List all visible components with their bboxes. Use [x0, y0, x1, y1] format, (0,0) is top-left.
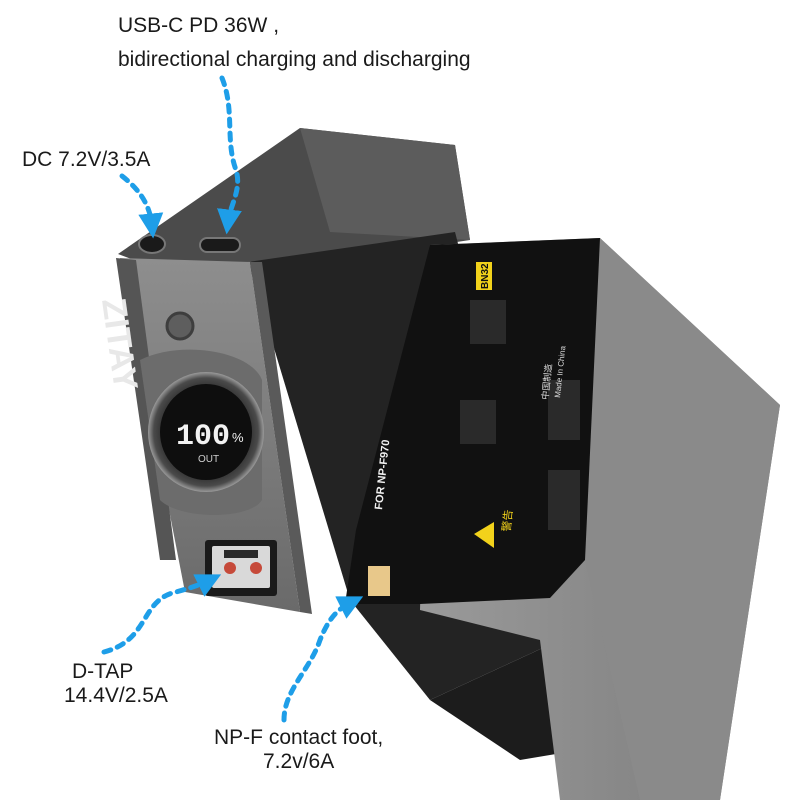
dtap-callout-line2: 14.4V/2.5A — [64, 684, 168, 707]
made-in: 中国制造 — [539, 363, 555, 400]
warning-mark: 警告 — [474, 509, 515, 548]
display-mode: OUT — [198, 454, 219, 465]
badge-text: BN32 — [480, 263, 491, 289]
display-unit: % — [232, 430, 244, 445]
npf-callout-line2: 7.2v/6A — [263, 750, 335, 773]
power-button[interactable] — [165, 311, 195, 341]
dc-port[interactable] — [138, 234, 166, 254]
warning-title: 警告 — [499, 509, 515, 532]
npf-contact-foot — [368, 566, 390, 596]
npf-callout-line1: NP-F contact foot, — [214, 726, 384, 749]
callout-arrows — [101, 75, 364, 723]
dtap-port[interactable] — [205, 540, 277, 596]
badge: BN32 — [476, 262, 492, 290]
dc-callout: DC 7.2V/3.5A — [22, 148, 151, 171]
dtap-callout: D-TAP 14.4V/2.5A — [64, 660, 168, 708]
npf-arrow — [281, 596, 364, 723]
dtap-arrow — [101, 574, 222, 655]
usbc-callout-line1: USB-C PD 36W , — [118, 14, 280, 37]
npf-battery-body — [345, 238, 780, 800]
dc-arrow — [119, 173, 164, 239]
usbc-arrow — [217, 75, 242, 235]
display-panel: 100 % OUT — [140, 349, 264, 515]
dtap-callout-line1: D-TAP — [72, 660, 134, 683]
display-value: 100 — [176, 420, 230, 454]
usbc-callout: USB-C PD 36W , bidirectional charging an… — [118, 14, 471, 72]
usbc-callout-line2: bidirectional charging and discharging — [118, 48, 471, 71]
npf-callout: NP-F contact foot, 7.2v/6A — [214, 726, 383, 774]
usbc-port[interactable] — [199, 237, 241, 253]
